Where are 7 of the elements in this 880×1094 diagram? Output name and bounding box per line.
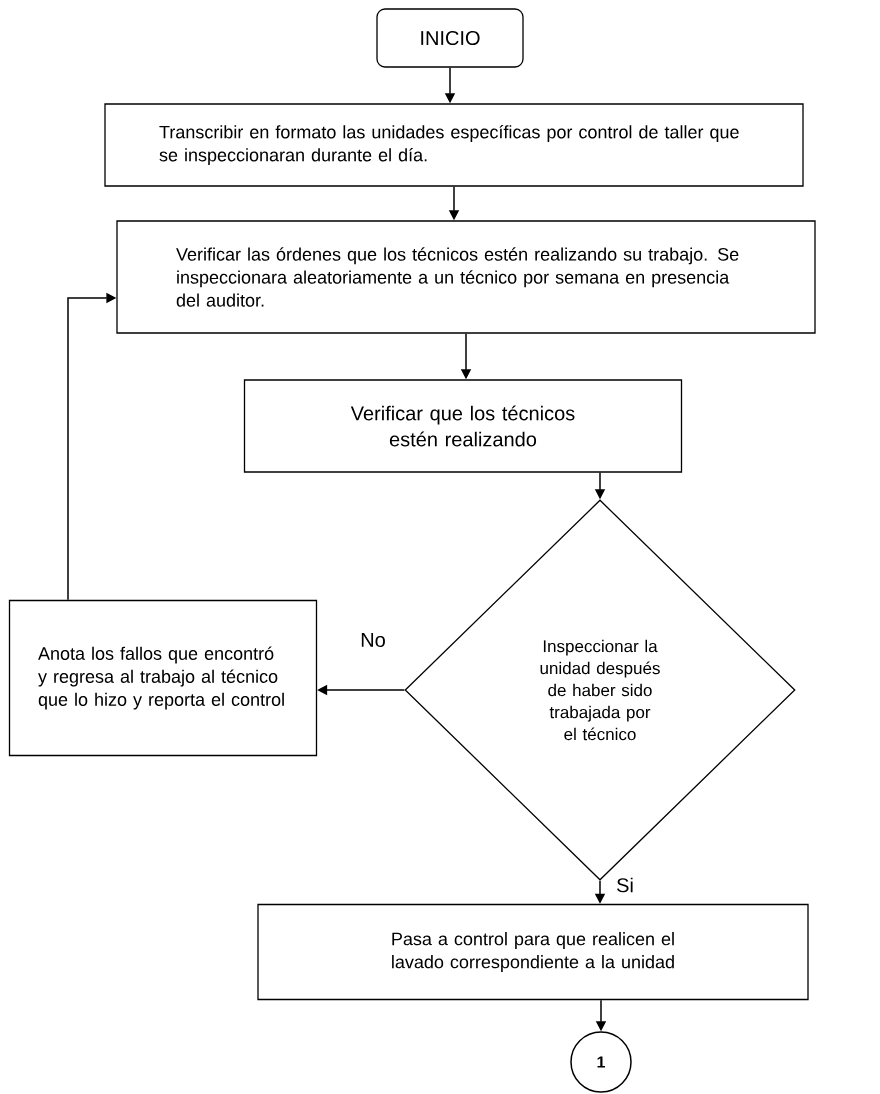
process-box: Verificar las órdenes que los técnicos estén realizando su trabajo. Se inspeccionara aleatoriamente a un técnico por semana en presencia del auditor.: [116, 220, 816, 334]
start-box: INICIO: [376, 8, 524, 68]
process-box: Pasa a control para que realicen el lavado correspondiente a la unidad: [257, 903, 809, 1001]
process-box: Anota los fallos que encontró y regresa al trabajo al técnico que lo hizo y reporta el control: [8, 599, 318, 757]
edge-label: No: [358, 631, 388, 649]
process-box: Verificar que los técnicos estén realizando: [243, 379, 683, 473]
process-box: Transcribir en formato las unidades específicas por control de taller que se inspeccionaran durante el día.: [104, 103, 804, 187]
